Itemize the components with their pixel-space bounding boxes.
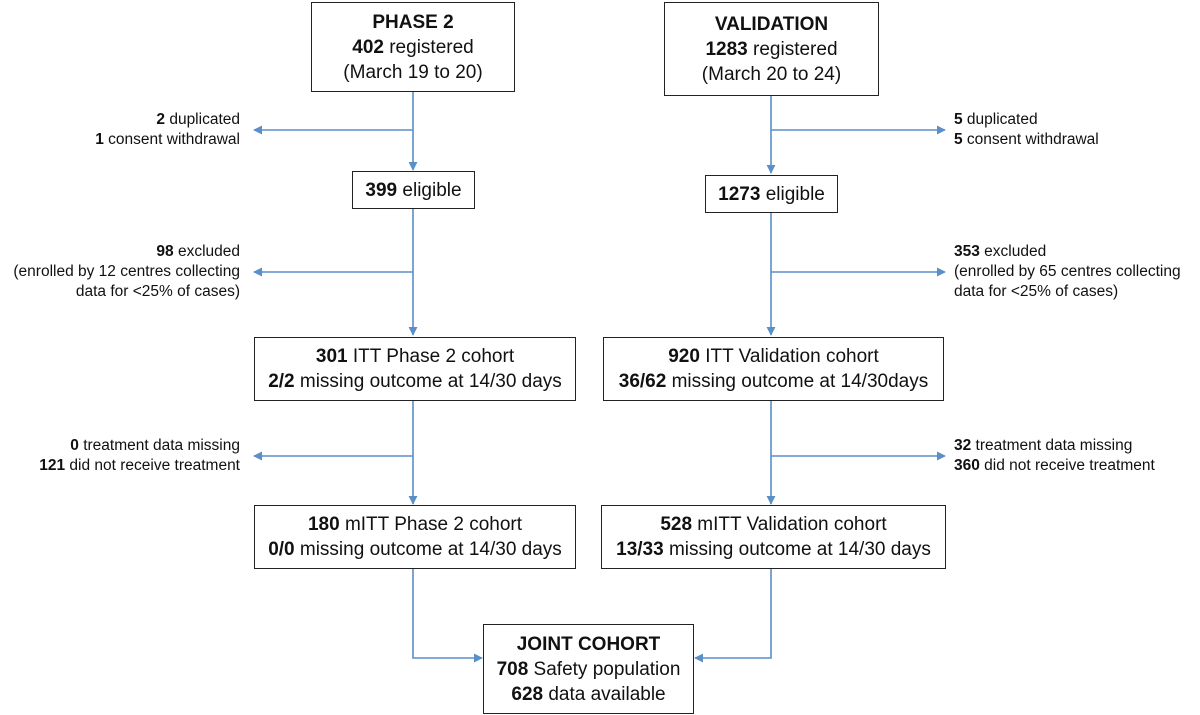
validation-excluded-reason-1: (enrolled by 65 centres collecting bbox=[954, 263, 1181, 280]
phase2-mitt-missing-label: missing outcome at 14/30 days bbox=[294, 539, 562, 560]
phase2-registered-box: PHASE 2 402 registered (March 19 to 20) bbox=[311, 2, 515, 92]
validation-mitt-missing-label: missing outcome at 14/30 days bbox=[663, 539, 931, 560]
phase2-excluded-reason-2: data for <25% of cases) bbox=[75, 283, 240, 300]
validation-itt-count: 920 bbox=[668, 346, 700, 367]
phase2-excluded-reason-1: (enrolled by 12 centres collecting bbox=[13, 263, 240, 280]
validation-exclusion-1: 5 duplicated 5 consent withdrawal bbox=[954, 110, 1099, 150]
validation-excluded-reason-2: data for <25% of cases) bbox=[954, 283, 1119, 300]
phase2-eligible-label: eligible bbox=[397, 179, 462, 201]
phase2-no-treatment-count: 121 bbox=[39, 457, 66, 474]
validation-excluded-label: excluded bbox=[979, 243, 1047, 260]
phase2-mitt-box: 180 mITT Phase 2 cohort 0/0 missing outc… bbox=[254, 505, 576, 569]
phase2-registered-label: registered bbox=[383, 36, 474, 58]
phase2-withdrawal-count: 1 bbox=[95, 131, 104, 148]
joint-data-count: 628 bbox=[511, 683, 544, 705]
phase2-title: PHASE 2 bbox=[372, 11, 454, 33]
joint-title: JOINT COHORT bbox=[516, 633, 661, 655]
phase2-itt-missing-count: 2/2 bbox=[268, 371, 295, 392]
phase2-itt-count: 301 bbox=[315, 346, 348, 367]
validation-eligible-label: eligible bbox=[760, 183, 825, 205]
phase2-withdrawal-label: consent withdrawal bbox=[103, 131, 240, 148]
phase2-itt-box: 301 ITT Phase 2 cohort 2/2 missing outco… bbox=[254, 337, 576, 401]
phase2-dates: (March 19 to 20) bbox=[343, 61, 483, 83]
validation-mitt-label: mITT Validation cohort bbox=[692, 514, 887, 535]
validation-no-treatment-count: 360 bbox=[954, 457, 980, 474]
validation-registered-box: VALIDATION 1283 registered (March 20 to … bbox=[664, 2, 879, 96]
validation-registered-count: 1283 bbox=[705, 38, 748, 60]
arrow-validation-mitt-to-joint bbox=[694, 569, 772, 663]
validation-withdrawal-count: 5 bbox=[954, 131, 963, 148]
phase2-mitt-missing-count: 0/0 bbox=[268, 539, 295, 560]
validation-duplicated-count: 5 bbox=[954, 111, 963, 128]
validation-registered-label: registered bbox=[747, 38, 838, 60]
phase2-duplicated-count: 2 bbox=[156, 111, 166, 128]
validation-itt-missing-count: 36/62 bbox=[618, 371, 667, 392]
phase2-excluded-count: 98 bbox=[156, 243, 174, 260]
phase2-treatment-missing-label: treatment data missing bbox=[78, 437, 240, 454]
validation-duplicated-label: duplicated bbox=[962, 111, 1038, 128]
validation-eligible-count: 1273 bbox=[718, 183, 761, 205]
validation-dates: (March 20 to 24) bbox=[701, 63, 842, 85]
validation-exclusion-3: 32 treatment data missing 360 did not re… bbox=[954, 436, 1155, 476]
joint-safety-label: Safety population bbox=[528, 658, 681, 680]
validation-itt-label: ITT Validation cohort bbox=[699, 346, 879, 367]
validation-withdrawal-label: consent withdrawal bbox=[962, 131, 1099, 148]
validation-excluded-count: 353 bbox=[954, 243, 980, 260]
phase2-mitt-count: 180 bbox=[307, 514, 340, 535]
phase2-treatment-missing-count: 0 bbox=[70, 437, 79, 454]
validation-mitt-missing-count: 13/33 bbox=[616, 539, 664, 560]
phase2-excluded-label: excluded bbox=[173, 243, 240, 260]
phase2-itt-missing-label: missing outcome at 14/30 days bbox=[294, 371, 562, 392]
phase2-exclusion-2: 98 excluded (enrolled by 12 centres coll… bbox=[13, 242, 240, 302]
validation-treatment-missing-label: treatment data missing bbox=[971, 437, 1133, 454]
validation-treatment-missing-count: 32 bbox=[954, 437, 972, 454]
joint-cohort-box: JOINT COHORT 708 Safety population 628 d… bbox=[483, 624, 694, 714]
validation-exclusion-2: 353 excluded (enrolled by 65 centres col… bbox=[954, 242, 1181, 302]
validation-eligible-box: 1273 eligible bbox=[705, 175, 838, 213]
validation-mitt-count: 528 bbox=[660, 514, 693, 535]
phase2-duplicated-label: duplicated bbox=[165, 111, 240, 128]
joint-safety-count: 708 bbox=[496, 658, 529, 680]
phase2-registered-count: 402 bbox=[352, 36, 384, 58]
phase2-mitt-label: mITT Phase 2 cohort bbox=[339, 514, 523, 535]
validation-no-treatment-label: did not receive treatment bbox=[979, 457, 1155, 474]
phase2-eligible-box: 399 eligible bbox=[352, 171, 475, 209]
validation-itt-box: 920 ITT Validation cohort 36/62 missing … bbox=[603, 337, 944, 401]
phase2-itt-label: ITT Phase 2 cohort bbox=[347, 346, 515, 367]
arrow-phase2-mitt-to-joint bbox=[412, 569, 483, 663]
phase2-eligible-count: 399 bbox=[365, 179, 398, 201]
validation-title: VALIDATION bbox=[714, 13, 829, 35]
joint-data-label: data available bbox=[543, 683, 666, 705]
validation-itt-missing-label: missing outcome at 14/30days bbox=[666, 371, 929, 392]
phase2-no-treatment-label: did not receive treatment bbox=[65, 457, 240, 474]
phase2-exclusion-1: 2 duplicated 1 consent withdrawal bbox=[95, 110, 240, 150]
phase2-exclusion-3: 0 treatment data missing 121 did not rec… bbox=[39, 436, 240, 476]
validation-mitt-box: 528 mITT Validation cohort 13/33 missing… bbox=[601, 505, 946, 569]
